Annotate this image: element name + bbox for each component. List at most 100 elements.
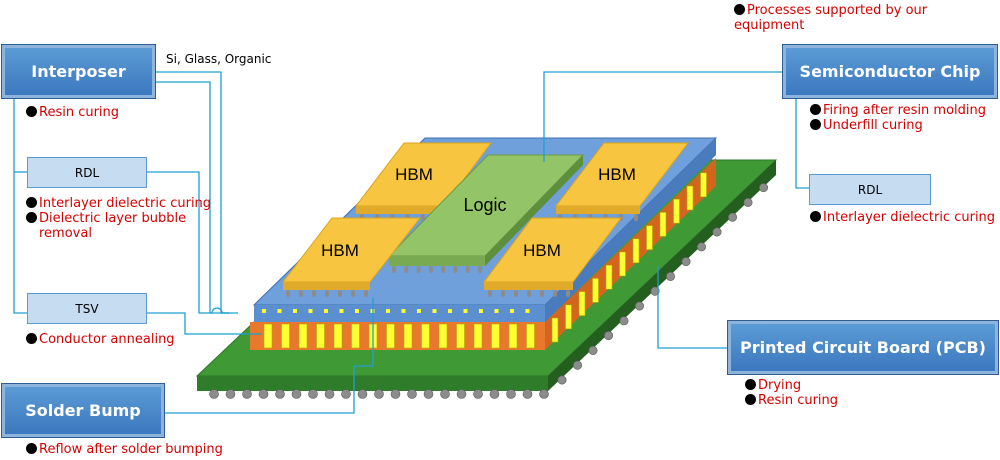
bullet-icon: [810, 104, 821, 115]
solder-ball: [473, 389, 483, 399]
pcb-solder-balls: [209, 183, 768, 399]
solder-ball: [619, 316, 629, 326]
micro-bump: [553, 290, 557, 297]
bullet-icon: [26, 106, 37, 117]
tsv-box: TSV: [27, 293, 147, 324]
pillar: [578, 291, 586, 316]
legend-bullet-icon: [734, 4, 745, 15]
pillar: [386, 323, 395, 349]
bullet-icon: [745, 394, 756, 405]
solder-ball: [506, 389, 516, 399]
micro-bump: [392, 266, 396, 273]
pillar: [619, 251, 626, 277]
rdl-note-2: Dielectric layer bubble: [39, 211, 187, 226]
solder-ball: [390, 389, 401, 399]
tsv-dot: [277, 309, 282, 313]
micro-bump: [514, 290, 518, 297]
rdl-note-3: removal: [39, 226, 92, 241]
pillar: [421, 323, 430, 349]
pillar: [605, 264, 613, 290]
pillar: [526, 323, 535, 349]
pillar: [686, 185, 694, 211]
solder-ball: [758, 183, 768, 193]
solder-ball: [665, 271, 675, 281]
tsv-dot: [355, 309, 359, 313]
tsv-dot: [510, 309, 514, 313]
solder-ball: [242, 389, 252, 399]
solder-bump-box: Solder Bump: [2, 384, 164, 437]
chip-note-1: Firing after resin molding: [823, 103, 987, 118]
tsv-dot: [262, 309, 266, 313]
solder-ball: [650, 286, 660, 296]
solder-ball: [209, 389, 219, 399]
micro-bump: [416, 266, 421, 273]
pillar: [298, 323, 308, 349]
chip-rdl-note: Interlayer dielectric curing: [810, 210, 995, 225]
pillar: [508, 323, 518, 349]
pillar: [551, 317, 559, 343]
hbm-chip-2: HBM: [554, 142, 690, 214]
hbm-label-1: HBM: [395, 165, 433, 184]
solder-ball: [743, 197, 753, 207]
bullet-icon: [26, 197, 37, 208]
micro-bump: [527, 290, 531, 297]
pillar: [316, 323, 325, 349]
pcb-note-1: Drying: [758, 378, 802, 393]
bullet-icon: [810, 211, 821, 222]
hbm-label-4: HBM: [523, 241, 561, 260]
bullet-icon: [26, 333, 37, 344]
solder-ball: [456, 389, 467, 399]
micro-bump: [420, 214, 425, 221]
tsv-dot: [324, 309, 328, 313]
solder-ball: [696, 242, 706, 252]
solder-ball: [341, 389, 351, 399]
pcb-notes: Drying Resin curing: [745, 378, 838, 408]
solder-ball: [489, 389, 500, 399]
rdl-note-1: Interlayer dielectric curing: [39, 196, 212, 211]
tsv-dot: [293, 309, 297, 313]
pillar: [438, 323, 448, 349]
pillar: [473, 323, 483, 349]
bullet-icon: [810, 119, 821, 130]
solder-ball: [588, 345, 598, 355]
pillar: [491, 323, 500, 349]
micro-bump: [404, 266, 409, 273]
bullet-icon: [26, 212, 37, 223]
tsv-dot: [479, 309, 483, 313]
hbm-chip-1: HBM: [354, 142, 492, 214]
pillar: [700, 172, 707, 198]
solder-ball: [225, 389, 236, 399]
pillar: [351, 323, 360, 349]
tsv-note-1: Conductor annealing: [39, 332, 175, 347]
micro-bump: [441, 266, 446, 273]
semiconductor-chip-notes: Firing after resin molding Underfill cur…: [810, 103, 986, 133]
pillar: [456, 323, 465, 349]
solder-ball: [727, 212, 737, 222]
tsv-dot: [432, 309, 437, 313]
connector-lines: [13, 71, 809, 414]
pillar: [281, 323, 290, 349]
interposer-note: Resin curing: [26, 105, 119, 120]
solder-ball: [357, 389, 368, 399]
solder-ball: [423, 389, 434, 399]
hbm-label-3: HBM: [321, 241, 359, 260]
chip-rdl-box: RDL: [809, 174, 931, 205]
materials-text: Si, Glass, Organic: [166, 52, 272, 66]
tsv-dot: [401, 309, 406, 313]
tsv-dot: [494, 309, 499, 313]
hbm-chip-3: HBM: [281, 217, 422, 290]
tsv-dot: [386, 309, 390, 313]
micro-bump: [428, 266, 433, 273]
tsv-dot: [308, 309, 313, 313]
pcb-box: Printed Circuit Board (PCB): [728, 321, 998, 374]
chip-rdl-note-1: Interlayer dielectric curing: [823, 210, 996, 225]
hbm-chip-4: HBM: [483, 217, 622, 290]
micro-bump: [312, 290, 316, 297]
pcb-note-2: Resin curing: [758, 393, 839, 408]
micro-bump: [286, 290, 290, 297]
logic-chip: Logic: [387, 154, 585, 266]
solder-ball: [291, 389, 302, 399]
solder-ball: [275, 389, 285, 399]
solder-ball: [572, 360, 582, 370]
micro-bump: [540, 290, 544, 297]
